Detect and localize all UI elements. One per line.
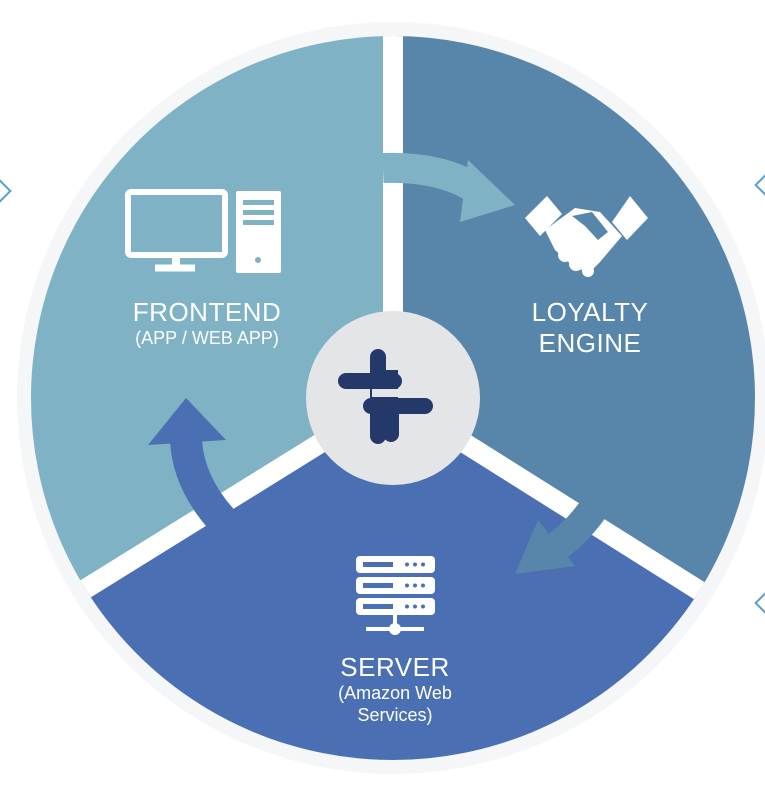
server-subtitle-line1: (Amazon Web	[338, 683, 452, 704]
arrow-loyalty-to-server-icon	[515, 493, 611, 574]
arrow-frontend-to-loyalty-icon	[382, 152, 515, 222]
server-label: SERVER (Amazon Web Services)	[300, 652, 490, 726]
loyalty-engine-label: LOYALTY ENGINE	[505, 297, 675, 359]
center-logo	[306, 311, 480, 485]
loyalty-title-line1: LOYALTY	[531, 297, 649, 327]
loyalty-title-line2: ENGINE	[538, 328, 642, 359]
handshake-icon	[525, 196, 648, 277]
server-rack-icon	[356, 556, 435, 635]
frontend-subtitle: (APP / WEB APP)	[135, 328, 279, 349]
desktop-computer-icon	[125, 189, 281, 273]
frontend-label: FRONTEND (APP / WEB APP)	[112, 297, 302, 350]
arrow-server-to-frontend-icon	[148, 398, 235, 531]
frontend-title: FRONTEND	[132, 297, 282, 327]
server-title: SERVER	[340, 652, 450, 682]
server-subtitle-line2: Services)	[357, 704, 433, 725]
